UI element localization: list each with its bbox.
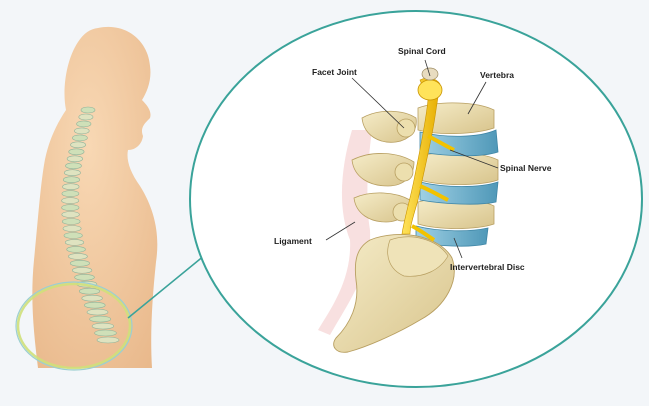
- body-vertebra-dot: [62, 191, 79, 197]
- body-vertebra-dot: [66, 163, 82, 169]
- label-spinal-nerve: Spinal Nerve: [500, 163, 552, 173]
- body-vertebra-dot: [62, 198, 79, 204]
- body-vertebra-dot: [65, 239, 84, 245]
- body-vertebra-dot: [62, 212, 80, 218]
- body-vertebra-dot: [84, 302, 105, 308]
- body-vertebra-dot: [67, 246, 86, 252]
- body-vertebra-dot: [90, 316, 111, 322]
- body-vertebra-dot: [72, 135, 87, 141]
- body-vertebra-dot: [63, 226, 81, 232]
- label-spinal-cord: Spinal Cord: [398, 46, 446, 56]
- body-vertebra-dot: [95, 330, 117, 336]
- body-vertebra-dot: [63, 184, 80, 190]
- body-vertebra-dot: [87, 309, 108, 315]
- body-vertebra-dot: [82, 295, 103, 301]
- body-vertebra-dot: [81, 107, 95, 113]
- label-intervertebral-disc: Intervertebral Disc: [450, 262, 525, 272]
- body-vertebra-dot: [64, 233, 82, 239]
- body-vertebra-dot: [75, 274, 95, 280]
- label-vertebra: Vertebra: [480, 70, 514, 80]
- body-vertebra-dot: [62, 219, 80, 225]
- body-vertebra-dot: [62, 205, 79, 211]
- body-vertebra-dot: [92, 323, 114, 329]
- body-vertebra-dot: [63, 177, 79, 183]
- body-vertebra-dot: [68, 253, 87, 259]
- body-vertebra-dot: [79, 288, 99, 294]
- body-vertebra-dot: [67, 156, 83, 162]
- body-vertebra-dot: [77, 121, 91, 127]
- body-vertebra-dot: [97, 337, 119, 343]
- label-facet-joint: Facet Joint: [312, 67, 357, 77]
- body-vertebra-dot: [72, 267, 92, 273]
- body-vertebra-dot: [74, 128, 89, 134]
- body-vertebra-dot: [64, 170, 80, 176]
- body-vertebra-dot: [70, 260, 89, 266]
- body-vertebra-dot: [79, 114, 93, 120]
- body-vertebra-dot: [69, 149, 84, 155]
- body-vertebra-dot: [71, 142, 86, 148]
- label-ligament: Ligament: [274, 236, 312, 246]
